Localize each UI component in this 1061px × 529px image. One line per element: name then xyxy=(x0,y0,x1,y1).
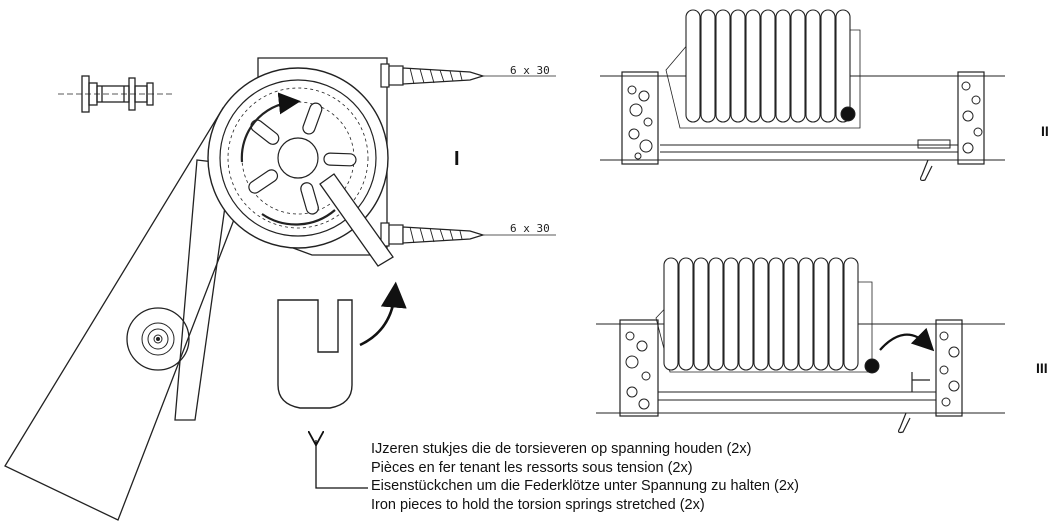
curved-arrow-icon xyxy=(359,281,407,347)
pointer-arrow-icon xyxy=(316,440,368,489)
spring-drum xyxy=(207,67,394,267)
iron-piece xyxy=(277,299,353,409)
view-3-drawing xyxy=(596,257,1005,434)
caption: IJzeren stukjes die de torsieveren op sp… xyxy=(371,440,799,514)
screw-size-bottom: 6 x 30 xyxy=(510,222,550,235)
rotation-arrow-icon xyxy=(240,92,301,163)
view-2-drawing xyxy=(600,9,1005,182)
caption-line-nl: IJzeren stukjes die de torsieveren op sp… xyxy=(371,441,752,457)
caption-line-fr: Pièces en fer tenant les ressorts sous t… xyxy=(371,459,693,476)
view-label-2: II xyxy=(1041,123,1049,139)
screw-top xyxy=(380,63,556,88)
caption-line-en: Iron pieces to hold the torsion springs … xyxy=(371,496,705,513)
roller-wheel xyxy=(126,307,190,371)
screw-bottom xyxy=(380,222,556,247)
view-label-3: III xyxy=(1036,360,1048,376)
screw-size-top: 6 x 30 xyxy=(510,64,550,77)
caption-line-de: Eisenstückchen um die Federklötze unter … xyxy=(371,478,799,494)
bolt-icon xyxy=(58,75,172,113)
view-label-1: I xyxy=(454,148,460,170)
